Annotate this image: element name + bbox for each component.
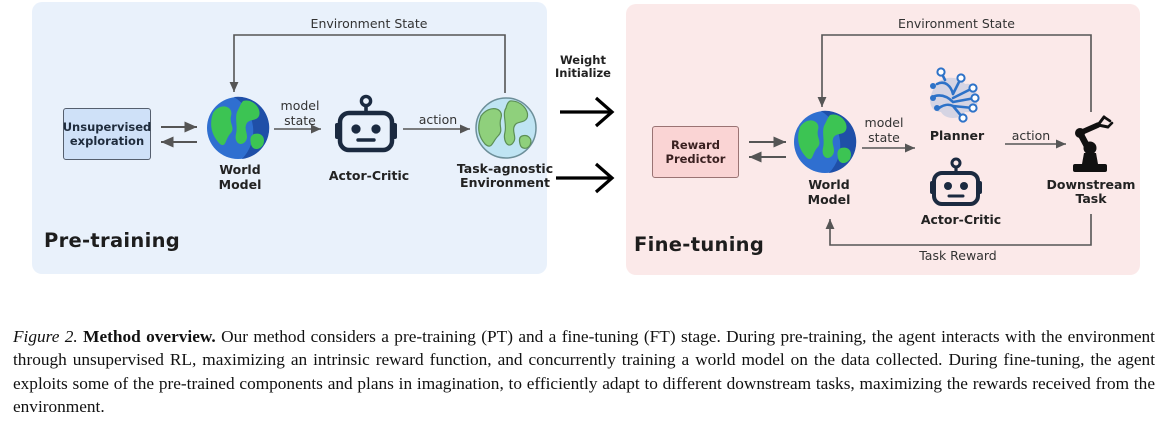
unsupervised-exploration-label: Unsupervised exploration xyxy=(62,120,152,148)
pt-model-state-label: model state xyxy=(280,98,320,128)
ft-planner-label: Planner xyxy=(929,128,985,143)
ft-task-reward-connector xyxy=(825,214,1092,246)
pt-env-state-label: Environment State xyxy=(310,16,428,31)
ft-env-state-connector xyxy=(817,34,1092,112)
earth-map-icon xyxy=(475,97,537,159)
robot-arm-icon xyxy=(1073,115,1114,172)
globe-icon xyxy=(207,96,270,159)
pt-world-model-label: World Model xyxy=(218,162,262,192)
brain-network-icon xyxy=(930,67,980,123)
ft-task-reward-label: Task Reward xyxy=(919,248,997,263)
pretraining-stage-label: Pre-training xyxy=(44,229,181,252)
weight-transfer-arrow-bottom xyxy=(556,162,615,194)
pt-actor-critic-label: Actor-Critic xyxy=(328,168,410,183)
pt-environment-label: Task-agnostic Environment xyxy=(456,161,554,190)
caption-text: Our method considers a pre-training (PT)… xyxy=(13,327,1155,417)
ft-world-model-label: World Model xyxy=(807,177,851,207)
weight-initialize-label: Weight Initialize xyxy=(555,53,611,80)
ft-model-state-label: model state xyxy=(864,115,904,145)
pt-env-state-connector xyxy=(229,34,506,93)
pt-action-label: action xyxy=(418,112,458,127)
caption-label: Figure 2. xyxy=(13,327,78,346)
reward-predictor-box: Reward Predictor xyxy=(652,126,739,178)
ft-downstream-task-label: Downstream Task xyxy=(1046,177,1136,206)
finetuning-stage-label: Fine-tuning xyxy=(634,233,765,256)
robot-head-icon xyxy=(335,94,397,153)
globe-icon xyxy=(794,110,857,173)
unsupervised-exploration-box: Unsupervised exploration xyxy=(63,108,151,160)
ft-env-state-label: Environment State xyxy=(898,16,1015,31)
figure-caption: Figure 2. Method overview. Our method co… xyxy=(13,325,1155,419)
ft-actor-critic-label: Actor-Critic xyxy=(920,212,1002,227)
robot-head-icon xyxy=(930,157,982,206)
reward-predictor-label: Reward Predictor xyxy=(665,138,726,166)
weight-transfer-arrow-top xyxy=(560,96,615,128)
ft-action-label: action xyxy=(1011,128,1051,143)
caption-title: Method overview. xyxy=(83,327,216,346)
